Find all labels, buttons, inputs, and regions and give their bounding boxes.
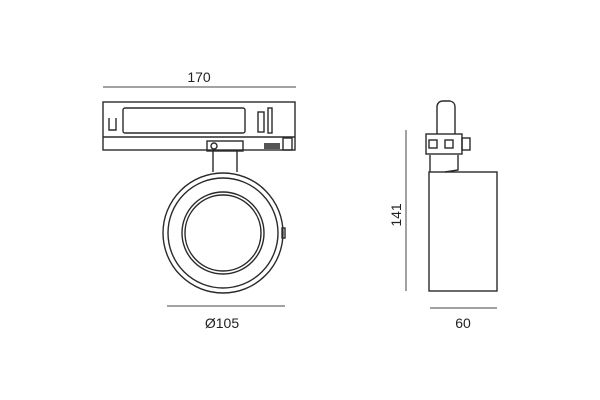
side-view: 141 60: [388, 100, 498, 331]
height-dimension-label: 141: [388, 203, 404, 227]
side-adapter: [425, 100, 471, 173]
width-dimension-label: 170: [187, 69, 211, 85]
side-body: [428, 171, 498, 292]
diameter-dimension-label: Ø105: [205, 315, 239, 331]
spotlight-head: [162, 172, 286, 294]
depth-dimension-label: 60: [455, 315, 471, 331]
spotlight-neck: [212, 151, 238, 172]
track-adapter: [102, 101, 296, 152]
front-view: 170 Ø105: [102, 69, 296, 331]
